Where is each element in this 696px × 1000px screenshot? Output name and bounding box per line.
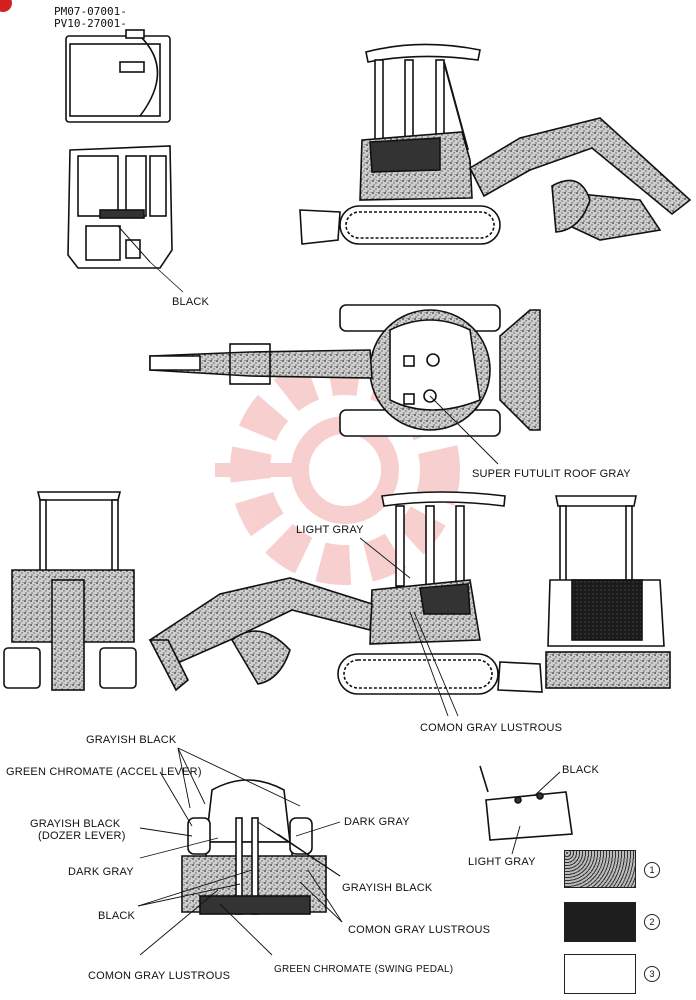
label-roof-gray: SUPER FUTULIT ROOF GRAY <box>472 468 631 480</box>
label-comon-gray-lustrous: COMON GRAY LUSTROUS <box>420 722 563 734</box>
label-comon-gray-bottom: COMON GRAY LUSTROUS <box>88 970 231 982</box>
legend-number-3: 3 <box>644 966 660 982</box>
serial-number-2: PV10-27001- <box>54 17 127 30</box>
operator-console <box>181 779 327 915</box>
legend-swatch-2 <box>564 902 636 942</box>
cab-side-view <box>67 145 184 293</box>
label-dozer-lever: (DOZER LEVER) <box>38 830 126 842</box>
label-comon-gray-right: COMON GRAY LUSTROUS <box>348 924 491 936</box>
cab-top-view <box>65 29 171 123</box>
leader-lines <box>137 395 561 956</box>
label-black-part: BLACK <box>562 764 600 776</box>
serial-number-1: PM07-07001- <box>54 5 127 18</box>
label-dark-gray-left: DARK GRAY <box>68 866 134 878</box>
label-light-gray: LIGHT GRAY <box>296 524 364 536</box>
excavator-side-view-top <box>299 43 692 245</box>
label-dark-gray-right: DARK GRAY <box>344 816 410 828</box>
corner-badge <box>0 0 12 12</box>
legend-swatch-1 <box>564 850 636 888</box>
label-light-gray-part: LIGHT GRAY <box>468 856 536 868</box>
label-green-chromate-accel: GREEN CHROMATE (ACCEL LEVER) <box>6 766 202 778</box>
legend-swatch-3 <box>564 954 636 994</box>
label-grayish-black-dozer: GRAYISH BLACK <box>30 818 121 830</box>
label-grayish-black-top: GRAYISH BLACK <box>86 734 177 746</box>
label-grayish-black-right: GRAYISH BLACK <box>342 882 433 894</box>
label-green-chromate-swing: GREEN CHROMATE (SWING PEDAL) <box>274 964 454 975</box>
excavator-front-view <box>545 495 671 689</box>
excavator-rear-view <box>3 491 137 691</box>
small-part <box>479 765 573 841</box>
label-black-cab: BLACK <box>172 296 210 308</box>
legend-number-2: 2 <box>644 914 660 930</box>
excavator-top-view <box>149 304 541 437</box>
label-black-left: BLACK <box>98 910 136 922</box>
excavator-side-view-bottom <box>148 491 543 695</box>
legend-number-1: 1 <box>644 862 660 878</box>
